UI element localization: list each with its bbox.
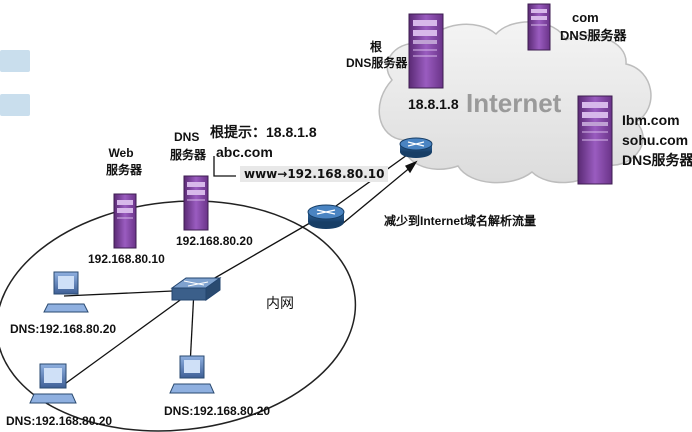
web-server-label-line1: Web: [108, 146, 134, 160]
zone-www-record: www→192.168.80.10: [240, 166, 389, 183]
com-dns-server-icon: [527, 3, 551, 51]
right-dns-label-line1: Ibm.com: [622, 112, 680, 128]
right-dns-label-line2: sohu.com: [622, 132, 689, 148]
root-dns-label-line2: DNS服务器: [346, 56, 408, 70]
pc-left-bottom-icon: [29, 363, 77, 404]
root-dns-server-icon: [408, 13, 444, 89]
local-dns-server-icon: [183, 175, 209, 231]
intranet-label: 内网: [266, 296, 294, 312]
web-server-label-line2: 服务器: [106, 163, 143, 177]
traffic-arrow: [341, 160, 418, 225]
client-bottom-dns: DNS:192.168.80.20: [164, 404, 271, 418]
com-dns-label-line1: com: [572, 10, 599, 25]
pc-left-top-icon: [43, 271, 89, 313]
web-server-ip: 192.168.80.10: [88, 252, 165, 266]
intranet-router-icon: [307, 204, 345, 229]
web-server-icon: [113, 193, 137, 249]
local-dns-label-line1: DNS: [174, 130, 200, 144]
right-dns-server-icon: [577, 95, 613, 185]
edge-block-top: [0, 50, 30, 72]
links: [61, 149, 415, 387]
root-dns-label-line1: 根: [369, 40, 382, 54]
local-dns-label-line2: 服务器: [170, 148, 207, 162]
local-dns-ip: 192.168.80.20: [176, 234, 253, 248]
traffic-note: 减少到Internet域名解析流量: [384, 214, 537, 228]
zone-name: abc.com: [216, 144, 273, 160]
record-bracket: [213, 156, 236, 177]
switch-icon: [170, 277, 222, 301]
com-dns-label-line2: DNS服务器: [560, 28, 627, 43]
client-left-top-dns: DNS:192.168.80.20: [10, 322, 117, 336]
intranet-boundary: [0, 200, 357, 432]
client-left-bottom-dns: DNS:192.168.80.20: [6, 414, 113, 428]
zone-root-hint: 根提示：18.8.1.8: [210, 124, 317, 140]
pc-bottom-icon: [169, 355, 215, 394]
internet-label: Internet: [466, 88, 562, 118]
internet-router-icon: [399, 137, 433, 158]
right-dns-label-line3: DNS服务器: [622, 152, 692, 168]
root-ip-label: 18.8.1.8: [408, 96, 459, 112]
edge-block-bottom: [0, 94, 30, 116]
